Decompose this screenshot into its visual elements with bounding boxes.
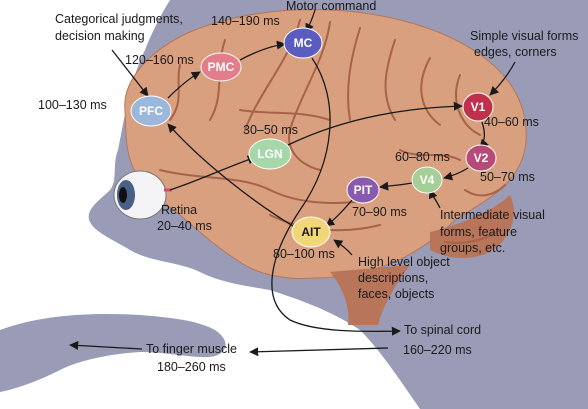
arrow-v4-pit (379, 181, 413, 191)
node-mc-label: MC (294, 36, 313, 50)
arrow-spinal-finger (249, 347, 389, 357)
arm-silhouette (0, 313, 226, 392)
ait-time: 80–100 ms (273, 247, 335, 261)
intermediate-label-line1: Intermediate visual (440, 208, 545, 222)
arrow-v2-v4 (443, 167, 469, 181)
high-label-line3: faces, objects (358, 287, 434, 301)
mc-time: 140–190 ms (211, 14, 280, 28)
node-lgn-label: LGN (257, 147, 282, 161)
node-v2-shape (465, 144, 497, 172)
simple-label-line2: edges, corners (474, 45, 557, 59)
node-lgn: LGN (248, 138, 292, 170)
pfc-time: 100–130 ms (38, 98, 107, 112)
node-ait-shape (291, 216, 331, 248)
categorical-label-line2: decision making (55, 29, 145, 43)
retina-label: Retina (161, 203, 197, 217)
brain-folds (159, 19, 506, 244)
intermediate-label-line3: groups, etc. (440, 241, 505, 255)
node-mc: MC (283, 27, 323, 59)
node-mc-shape (283, 27, 323, 59)
node-pfc-shape (130, 95, 172, 127)
pmc-time: 120–160 ms (125, 53, 194, 67)
arrow-pmc-mc (239, 40, 286, 61)
v4-time: 60–80 ms (395, 150, 450, 164)
arrow-retina-lgn (169, 155, 257, 191)
finger-time: 180–260 ms (157, 360, 226, 374)
brainstem (330, 265, 410, 325)
categorical-label-line1: Categorical judgments, (55, 12, 183, 26)
arrow-high-ait (333, 239, 353, 256)
spinal-time: 160–220 ms (403, 343, 472, 357)
arrow-mc-spinal (271, 57, 401, 336)
arrow-finger-left (69, 340, 143, 350)
node-pmc-shape (200, 52, 242, 82)
annotations: Categorical judgments, decision making M… (38, 0, 578, 374)
arrow-pfc-pmc (167, 71, 201, 99)
intermediate-label-line2: forms, feature (440, 225, 517, 239)
node-pit: PIT (346, 176, 380, 204)
node-lgn-shape (248, 138, 292, 170)
node-pmc-label: PMC (208, 60, 235, 74)
node-pfc: PFC (130, 95, 172, 127)
node-v2: V2 (465, 144, 497, 172)
arrow-categorical-pfc (111, 49, 149, 97)
node-v4-shape (411, 166, 443, 194)
node-v1-shape (462, 92, 494, 122)
simple-label-line1: Simple visual forms (470, 29, 578, 43)
node-pit-shape (346, 176, 380, 204)
node-ait-label: AIT (301, 225, 321, 239)
v2-time: 50–70 ms (480, 170, 535, 184)
spinal-label: To spinal cord (404, 323, 481, 337)
v1-time: 40–60 ms (484, 115, 539, 129)
node-pfc-label: PFC (139, 104, 163, 118)
node-v2-label: V2 (474, 151, 489, 165)
arrow-lgn-v1 (287, 101, 463, 146)
node-v4: V4 (411, 166, 443, 194)
finger-label: To finger muscle (146, 342, 237, 356)
high-label-line1: High level object (358, 255, 450, 269)
high-label-line2: descriptions, (358, 271, 428, 285)
lgn-time: 30–50 ms (243, 123, 298, 137)
node-pmc: PMC (200, 52, 242, 82)
node-pit-label: PIT (354, 183, 373, 197)
node-v1: V1 (462, 92, 494, 122)
retina-time: 20–40 ms (157, 219, 212, 233)
arrow-simple-v1 (489, 61, 516, 96)
node-v1-label: V1 (471, 100, 486, 114)
node-v4-label: V4 (420, 173, 435, 187)
node-ait: AIT (291, 216, 331, 248)
motor-command-label: Motor command (286, 0, 376, 13)
arrow-ait-pfc (167, 123, 297, 229)
pit-time: 70–90 ms (352, 205, 407, 219)
